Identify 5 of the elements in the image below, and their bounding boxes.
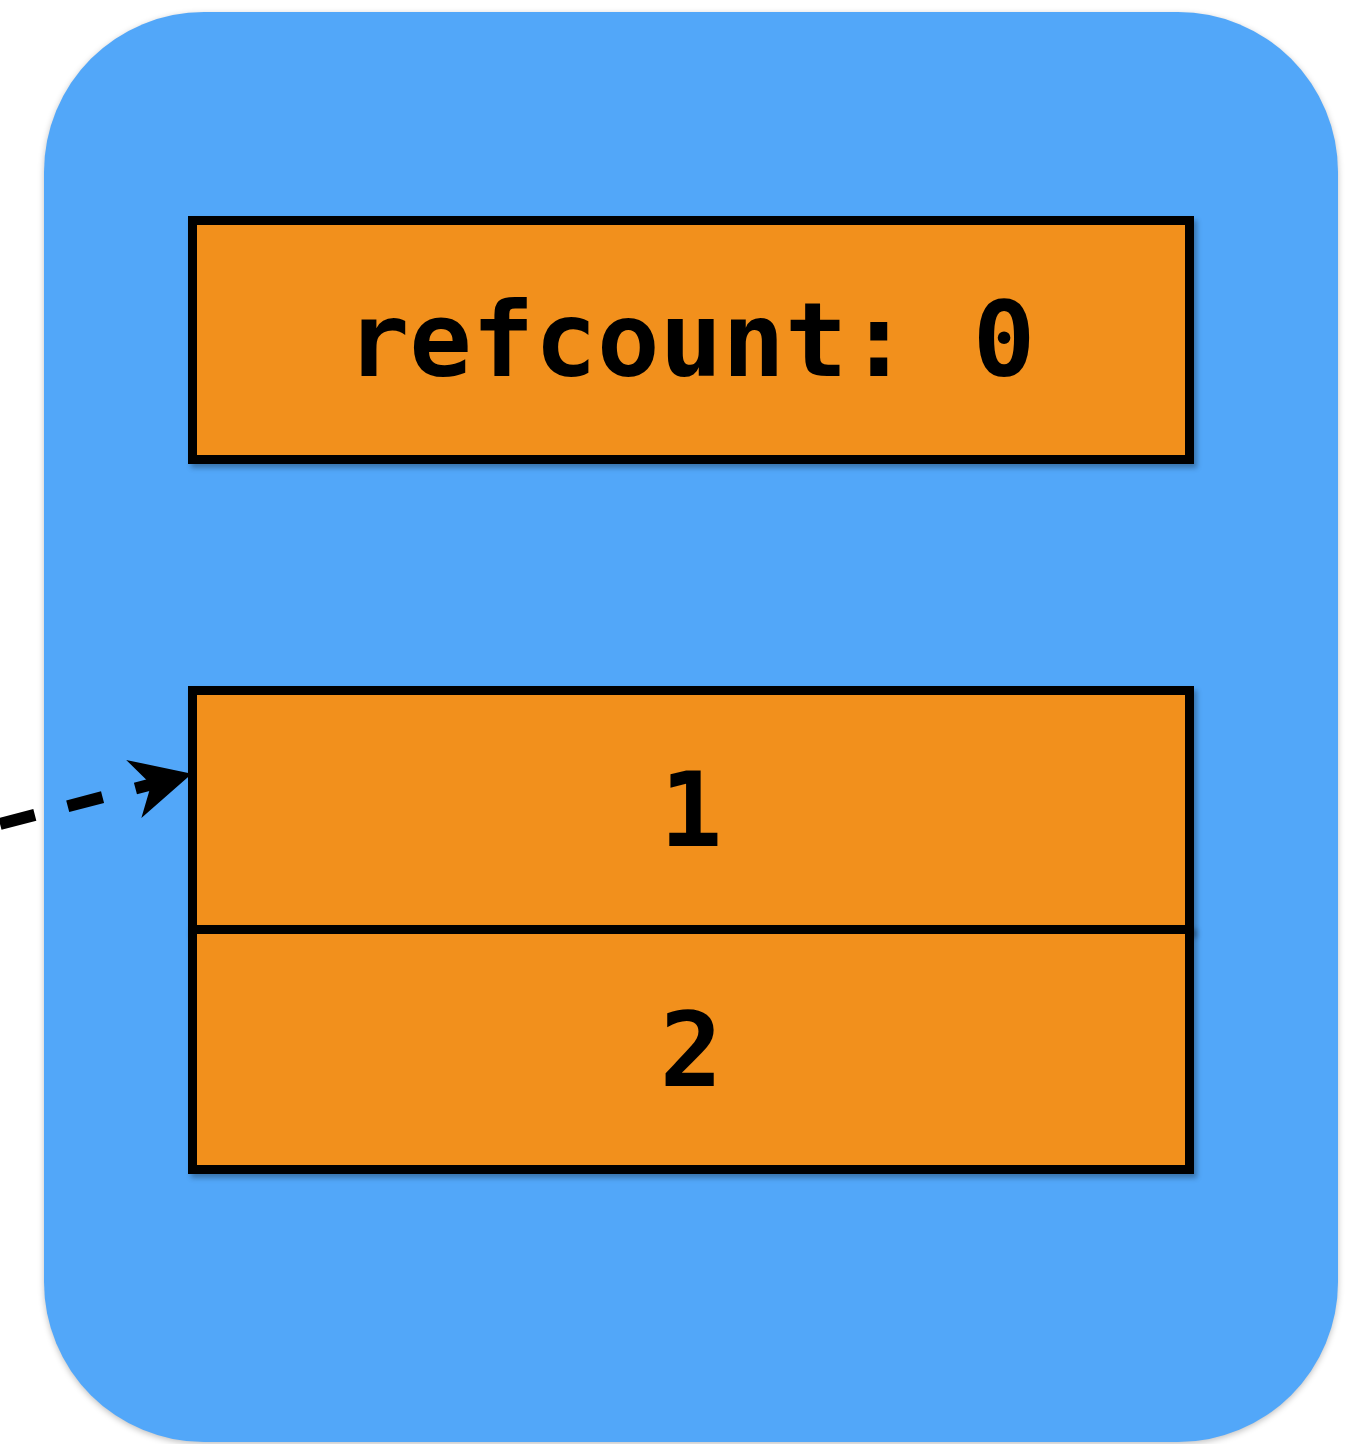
value-box — [188, 216, 1194, 464]
container-box — [44, 12, 1338, 1442]
cell-text: refcount: 0 — [346, 279, 1036, 401]
cell-text: 1 — [659, 749, 723, 871]
cell-text: 2 — [659, 988, 723, 1111]
